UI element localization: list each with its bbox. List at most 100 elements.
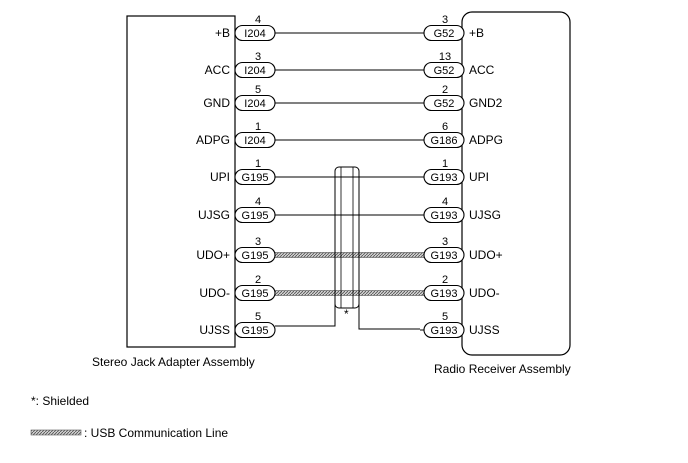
right-component-name: Radio Receiver Assembly bbox=[434, 362, 571, 376]
right-pin-number: 3 bbox=[442, 14, 448, 26]
legend-shielded: *: Shielded bbox=[31, 394, 89, 408]
left-pin-number: 3 bbox=[255, 51, 261, 63]
left-connector-label: I204 bbox=[244, 65, 265, 77]
left-pin-number: 4 bbox=[255, 14, 261, 26]
shield-asterisk: * bbox=[344, 307, 349, 321]
legend-usb-swatch bbox=[30, 429, 82, 436]
right-connector-label: G193 bbox=[431, 325, 458, 337]
left-connector-label: G195 bbox=[242, 288, 269, 300]
right-pin-number: 6 bbox=[442, 121, 448, 133]
right-pin-label: UJSS bbox=[469, 323, 500, 337]
right-pin-label: UPI bbox=[469, 170, 489, 184]
left-pin-label: ADPG bbox=[196, 133, 230, 147]
left-pin-number: 2 bbox=[255, 274, 261, 286]
left-component-name: Stereo Jack Adapter Assembly bbox=[92, 355, 255, 369]
left-connector-oval bbox=[234, 321, 276, 339]
left-connector-label: G195 bbox=[242, 325, 269, 337]
right-pin-label: +B bbox=[469, 26, 484, 40]
left-connector-oval bbox=[234, 61, 276, 79]
left-pin-label: +B bbox=[215, 26, 230, 40]
right-connector-oval bbox=[423, 284, 465, 302]
right-connector-oval bbox=[423, 206, 465, 224]
right-connector-label: G52 bbox=[434, 98, 455, 110]
left-connector-label: I204 bbox=[244, 28, 265, 40]
left-pin-number: 5 bbox=[255, 84, 261, 96]
left-pins: +B4I204ACC3I204GND5I204ADPG1I204UPI1G195… bbox=[196, 14, 276, 339]
usb-wire bbox=[274, 290, 425, 296]
right-connector-oval bbox=[423, 94, 465, 112]
right-connector-oval bbox=[423, 168, 465, 186]
right-connector-label: G193 bbox=[431, 288, 458, 300]
left-connector-label: G195 bbox=[242, 210, 269, 222]
radio-receiver-box bbox=[461, 11, 571, 356]
shield-outline bbox=[334, 166, 360, 309]
right-pin-label: GND2 bbox=[469, 96, 503, 110]
right-pin-number: 3 bbox=[442, 236, 448, 248]
shield-ground-wire bbox=[275, 302, 336, 327]
left-connector-oval bbox=[234, 206, 276, 224]
right-pin-number: 2 bbox=[442, 84, 448, 96]
left-pin-label: UDO- bbox=[199, 286, 230, 300]
stereo-jack-adapter-box bbox=[126, 15, 236, 348]
left-connector-oval bbox=[234, 168, 276, 186]
left-pin-label: GND bbox=[203, 96, 230, 110]
left-connector-oval bbox=[234, 24, 276, 42]
right-pin-number: 13 bbox=[439, 51, 451, 63]
right-connector-oval bbox=[423, 321, 465, 339]
right-pin-label: UDO+ bbox=[469, 248, 503, 262]
right-pin-number: 1 bbox=[442, 158, 448, 170]
right-pin-number: 4 bbox=[442, 196, 448, 208]
right-connector-oval bbox=[423, 246, 465, 264]
right-pin-label: ADPG bbox=[469, 133, 503, 147]
right-connector-label: G186 bbox=[431, 135, 458, 147]
left-connector-oval bbox=[234, 284, 276, 302]
left-pin-label: UDO+ bbox=[196, 248, 230, 262]
left-pin-number: 5 bbox=[255, 311, 261, 323]
right-connector-oval bbox=[423, 24, 465, 42]
legend-usb-line: : USB Communication Line bbox=[84, 426, 228, 440]
shield-inner bbox=[340, 166, 354, 309]
right-pins: +B3G52ACC13G52GND22G52ADPG6G186UPI1G193U… bbox=[423, 14, 503, 339]
shield: * bbox=[275, 166, 420, 330]
left-connector-oval bbox=[234, 94, 276, 112]
left-pin-number: 4 bbox=[255, 196, 261, 208]
left-pin-number: 1 bbox=[255, 121, 261, 133]
left-pin-label: UJSS bbox=[199, 323, 230, 337]
left-pin-number: 1 bbox=[255, 158, 261, 170]
right-pin-number: 5 bbox=[442, 311, 448, 323]
right-pin-number: 2 bbox=[442, 274, 448, 286]
wire-layer bbox=[274, 32, 425, 331]
right-pin-label: UDO- bbox=[469, 286, 500, 300]
left-connector-label: G195 bbox=[242, 250, 269, 262]
left-connector-label: G195 bbox=[242, 172, 269, 184]
right-connector-label: G193 bbox=[431, 210, 458, 222]
right-connector-label: G52 bbox=[434, 65, 455, 77]
left-pin-label: ACC bbox=[205, 63, 231, 77]
right-connector-label: G193 bbox=[431, 250, 458, 262]
right-connector-oval bbox=[423, 61, 465, 79]
usb-wire bbox=[274, 252, 425, 258]
right-connector-oval bbox=[423, 131, 465, 149]
left-connector-label: I204 bbox=[244, 98, 265, 110]
left-pin-number: 3 bbox=[255, 236, 261, 248]
left-pin-label: UJSG bbox=[198, 208, 230, 222]
right-connector-label: G52 bbox=[434, 28, 455, 40]
left-pin-label: UPI bbox=[210, 170, 230, 184]
